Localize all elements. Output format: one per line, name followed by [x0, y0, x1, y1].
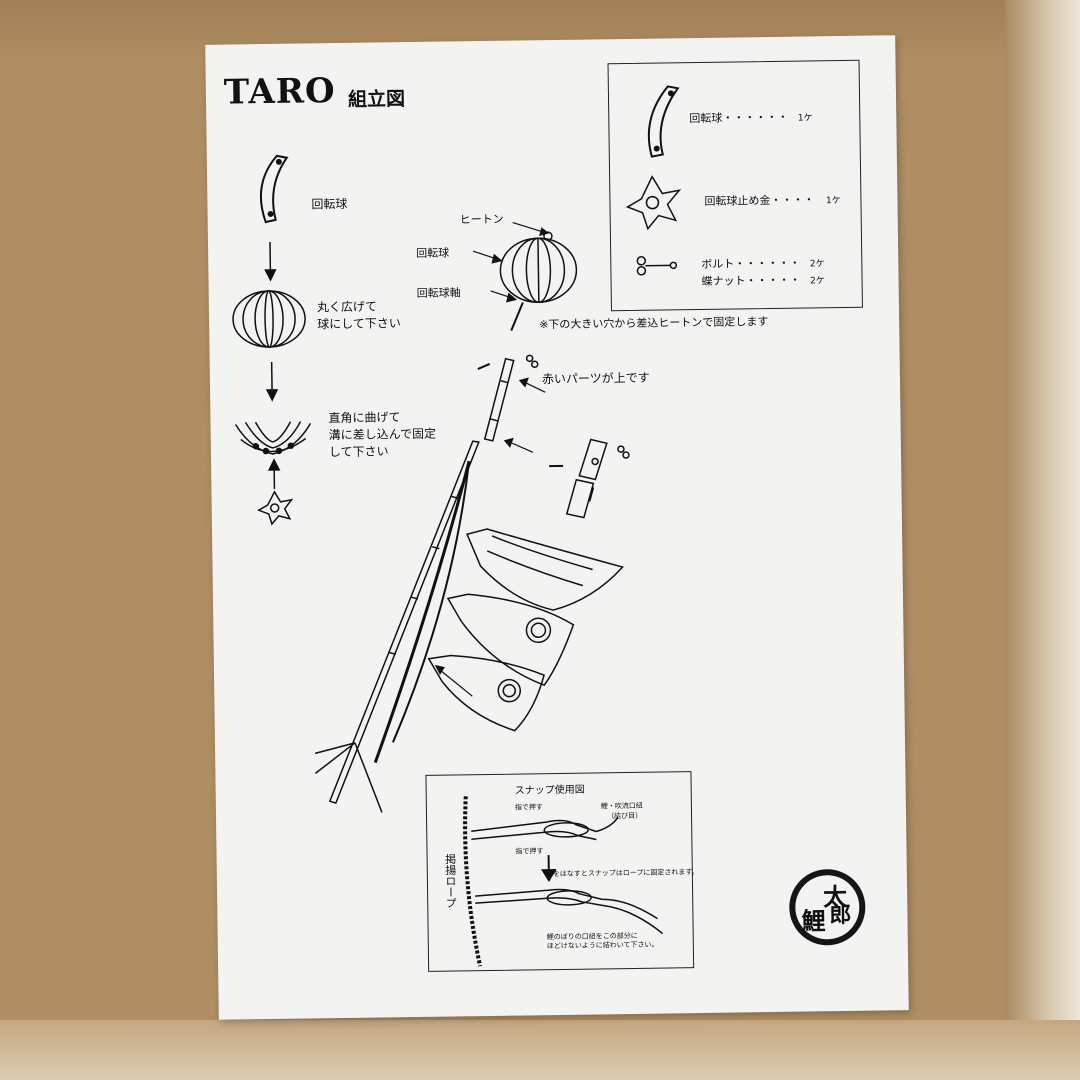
- arrow-left-icon: [518, 377, 546, 393]
- koi-label-1: 鯉・吹流口紐: [600, 801, 643, 811]
- logo-char: 鯉: [801, 906, 826, 936]
- part-name: 回転球: [689, 111, 723, 126]
- box-inner-edge: [1005, 0, 1080, 1080]
- step2-line2: 球にして下さい: [317, 316, 401, 332]
- part-name: ボルト: [701, 257, 735, 271]
- assembly-ball-label: 回転球: [416, 246, 450, 260]
- parts-list-box: 回転球・・・・・・ 1ケ 回転球止め金・・・・ 1ケ ボルト・・・・・・ 2ケ …: [607, 59, 863, 312]
- part-name: 蝶ナット: [701, 274, 746, 288]
- koi-label-2: （結び目）: [606, 811, 643, 821]
- part-dots: ・・・・・・: [722, 110, 789, 125]
- snap-note-middle: 指をはなすとスナップはロープに固定されます。: [545, 868, 699, 879]
- part-qty: 1ケ: [797, 113, 813, 124]
- bolt-nut-icon: [636, 256, 678, 276]
- part-dots: ・・・・: [770, 193, 815, 207]
- snap-title: スナップ使用図: [514, 784, 585, 797]
- snap-note-bottom-2: ほどけないように結わいて下さい。: [546, 940, 659, 951]
- streamer-icon: [466, 528, 624, 611]
- arrow-up-icon: [267, 458, 281, 489]
- main-pole-icon: [314, 440, 480, 813]
- pole-joint-detail-icon: [549, 438, 630, 519]
- rope-label: 掲揚ロープ: [443, 853, 458, 909]
- part-qty: 1ケ: [825, 196, 841, 207]
- instruction-sheet: TARO 組立図: [205, 35, 909, 1020]
- step3-line3: して下さい: [328, 444, 389, 460]
- logo-inner: 太 鯉 郎: [794, 874, 860, 940]
- crescent-ball-icon: [259, 154, 289, 224]
- step3-line2: 溝に差し込んで固定: [328, 426, 437, 443]
- finger-note-2: 指で押す: [515, 847, 544, 856]
- label-arrows: [472, 222, 550, 303]
- arrow-down-icon: [265, 361, 279, 402]
- pin-label: ヒートン: [459, 212, 504, 227]
- assembly-artwork: [232, 85, 682, 967]
- carp-icon: [446, 593, 575, 687]
- red-parts-note: 赤いパーツが上です: [541, 370, 650, 387]
- shaft-label: 回転球軸: [416, 286, 461, 300]
- part-name: 回転球止め金: [704, 193, 771, 208]
- snap-usage-box: スナップ使用図 掲揚ロープ 鯉・吹流口紐 （結び目） 指をはなすとスナップはロー…: [425, 771, 699, 972]
- star-stopper-icon: [625, 175, 682, 231]
- part-row: 回転球・・・・・・ 1ケ: [689, 108, 812, 126]
- expanded-sphere-icon: [232, 290, 306, 348]
- part-row: 蝶ナット・・・・・ 2ケ: [701, 271, 824, 289]
- finger-note-1: 指で押す: [514, 803, 543, 812]
- arrow-left-icon: [434, 664, 473, 697]
- part-qty: 2ケ: [810, 276, 825, 287]
- snap-diagram-icon: [463, 796, 664, 967]
- part-qty: 2ケ: [809, 259, 825, 270]
- bent-ball-icon: [234, 421, 312, 455]
- arrow-left-icon: [503, 437, 534, 453]
- crescent-ball-icon: [647, 85, 680, 158]
- pole-top-icon: [477, 354, 539, 442]
- logo-char: 郎: [829, 901, 852, 929]
- assembly-note: ※下の大きい穴から差込ヒートンで固定します: [539, 315, 769, 332]
- part-row: 回転球止め金・・・・ 1ケ: [704, 191, 840, 209]
- sphere-assembly-icon: [499, 231, 578, 332]
- step3-line1: 直角に曲げて: [328, 410, 401, 426]
- star-stopper-icon: [256, 490, 294, 526]
- part-dots: ・・・・・: [745, 273, 801, 288]
- box-bottom-edge: [0, 1020, 1080, 1080]
- arrow-down-icon: [264, 241, 277, 282]
- ball-label: 回転球: [311, 196, 348, 212]
- part-row: ボルト・・・・・・ 2ケ: [701, 254, 824, 272]
- part-dots: ・・・・・・: [734, 256, 801, 271]
- arrow-down-icon: [541, 855, 557, 883]
- step2-line1: 丸く広げて: [316, 299, 378, 315]
- carp-icon: [427, 654, 545, 732]
